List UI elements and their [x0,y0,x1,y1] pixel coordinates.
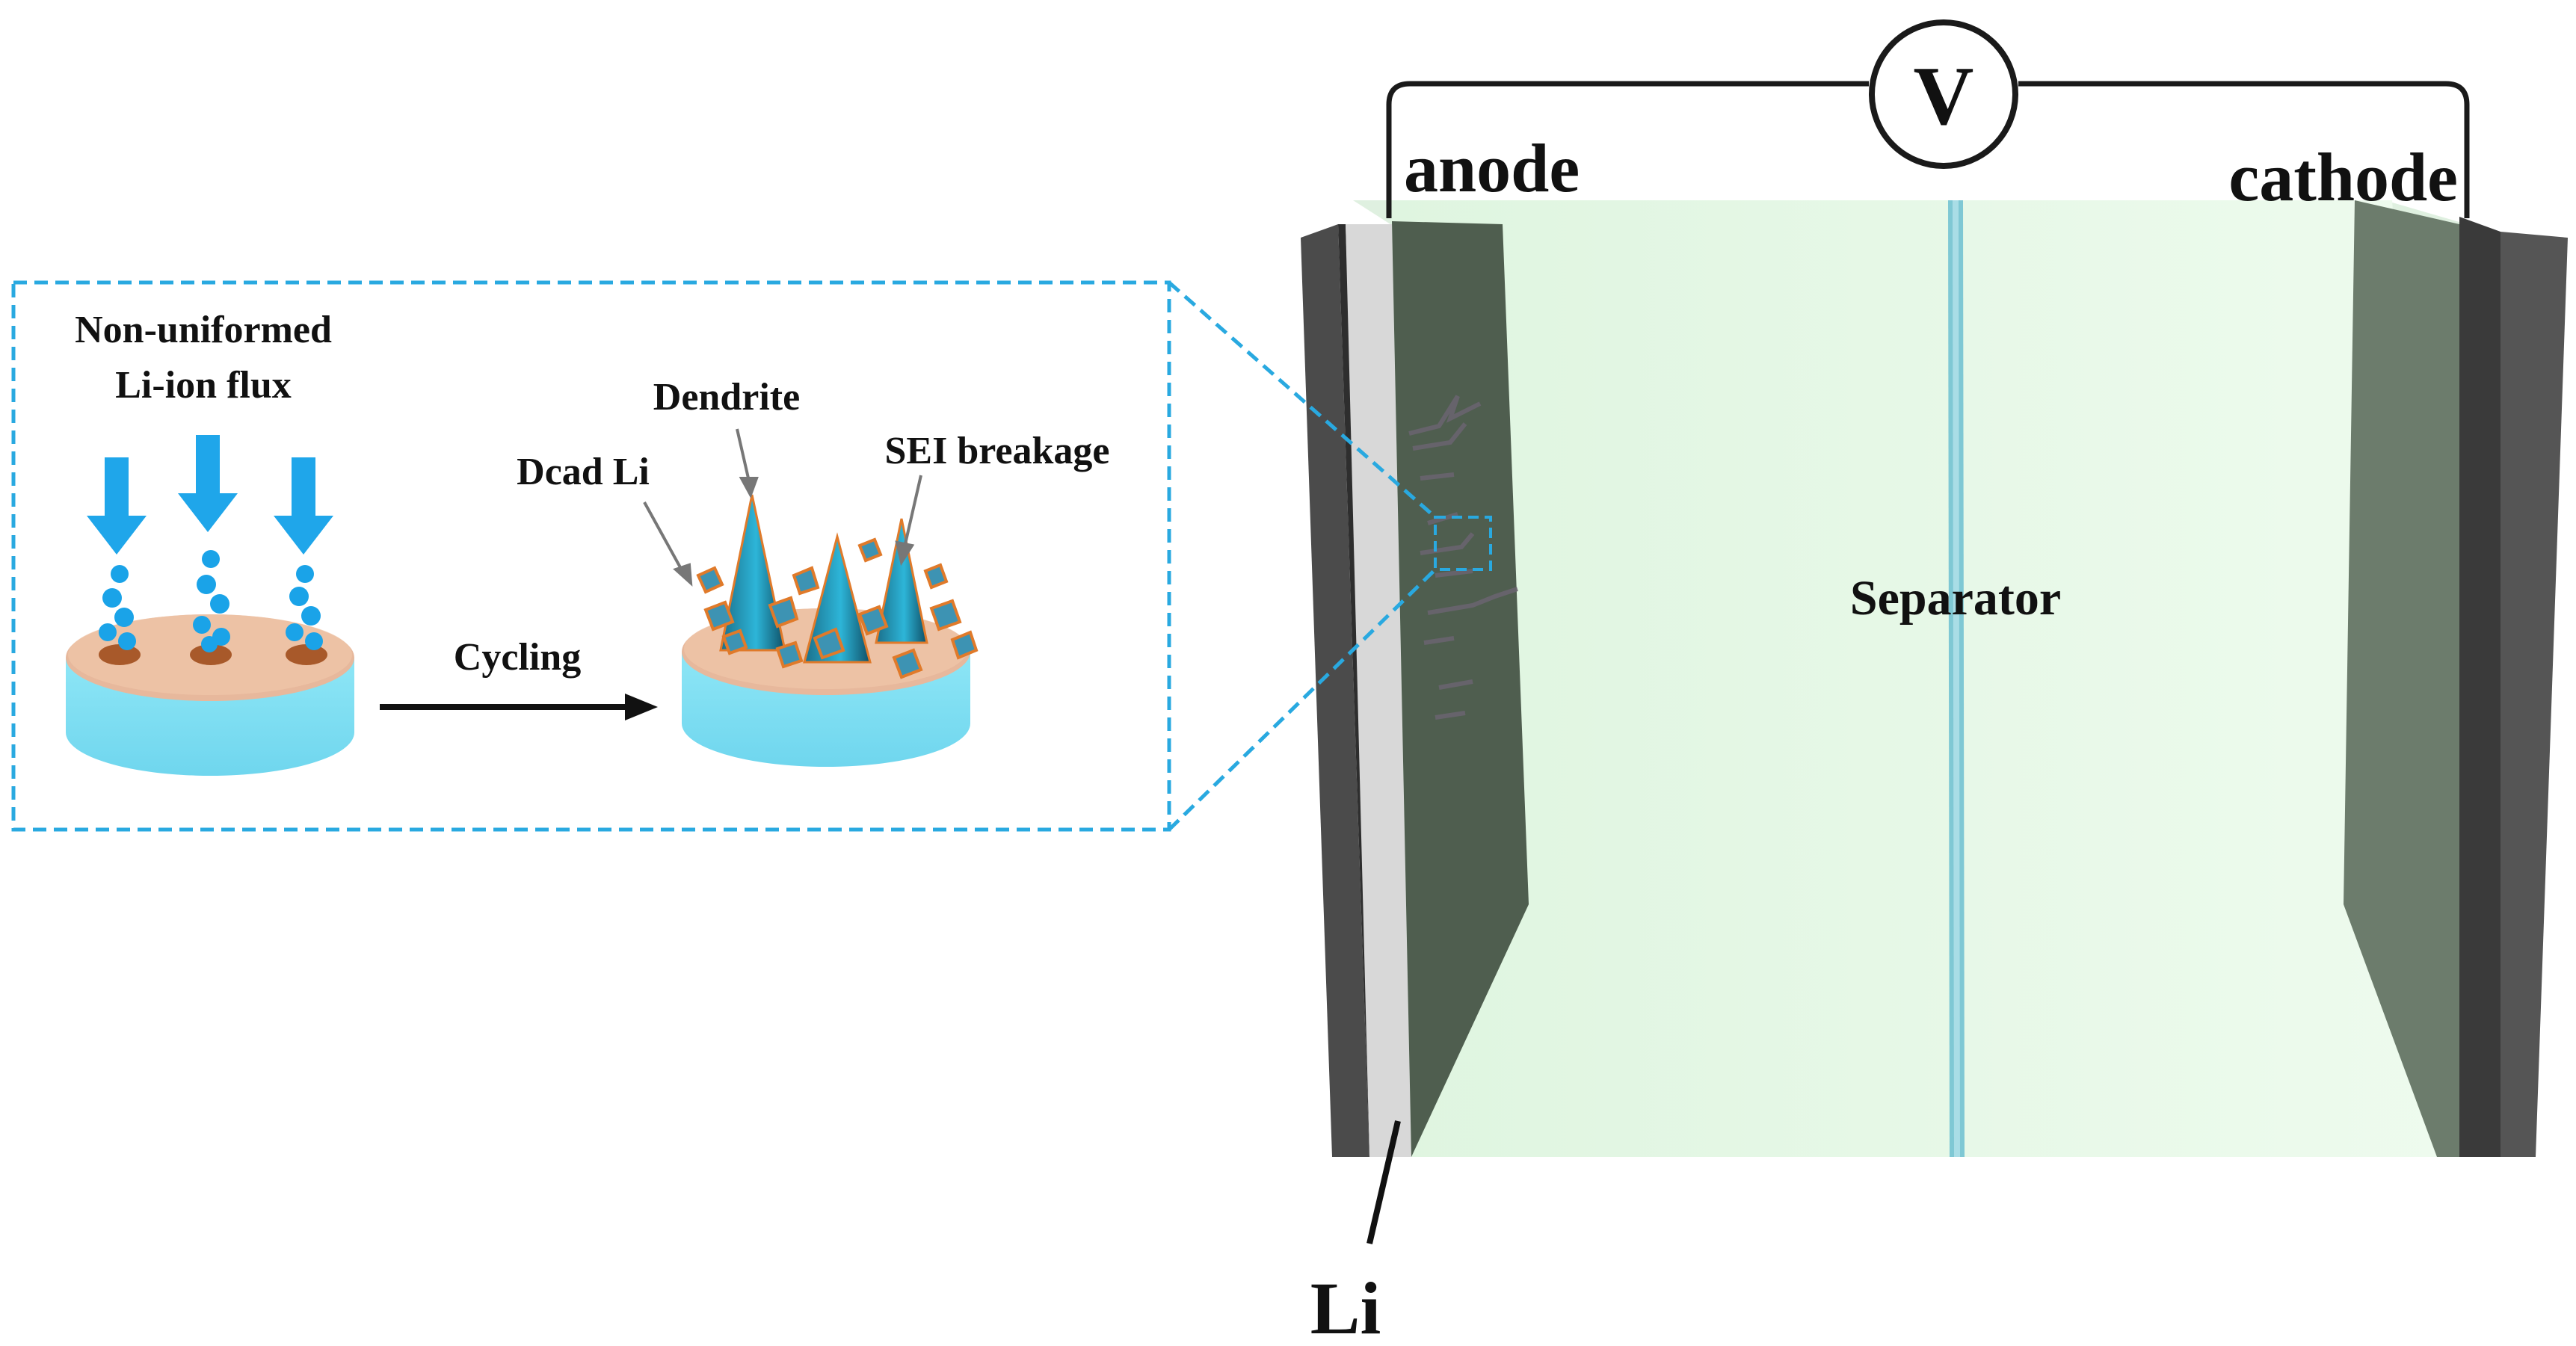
dendrite-label: Dendrite [653,376,800,419]
zoom-connectors [1168,281,1437,831]
separator-membrane-light [1953,200,1960,1157]
inset-panel: Non-uniformed Li-ion flux [11,280,1171,832]
li-foil [1346,224,1411,1157]
zoom-source-box [1434,516,1492,571]
li-pointer-line [1366,1120,1401,1244]
sei-breakage-label: SEI breakage [885,430,1110,472]
voltmeter-label: V [1914,50,1974,143]
dead-li-particle-icon [696,537,979,679]
dead-li-label: Dcad Li [517,451,650,493]
separator-label: Separator [1850,571,2061,626]
cathode-plate [2344,200,2459,1157]
external-circuit-wire [1386,81,2470,218]
anode-label: anode [1404,130,1580,206]
dendrite-cone-icon [719,494,928,664]
cathode-label: cathode [2228,139,2458,215]
flux-label-line1: Non-uniformed [75,309,332,351]
cathode-current-collector [2459,217,2500,1157]
voltmeter-icon: V [1869,19,2018,169]
flux-label-line2: Li-ion flux [115,364,292,407]
battery-cell: V anode cathode Separator Li [1301,19,2568,1346]
pristine-li-disk [66,614,354,776]
anode-plate [1392,221,1529,1157]
li-ion-flux-arrow-icon [87,435,333,555]
cycling-label: Cycling [454,636,581,679]
callout-pointers [643,428,922,587]
anode-dendrite-deposits [1408,395,1518,720]
li-ion-particles [99,550,323,652]
li-label: Li [1310,1267,1381,1342]
anode-current-collector [1301,224,1369,1157]
electrolyte-volume [1390,200,2459,1157]
inset-border [11,280,1171,832]
cycling-arrow-icon [380,694,658,720]
cathode-current-collector-edge [2500,232,2568,1157]
